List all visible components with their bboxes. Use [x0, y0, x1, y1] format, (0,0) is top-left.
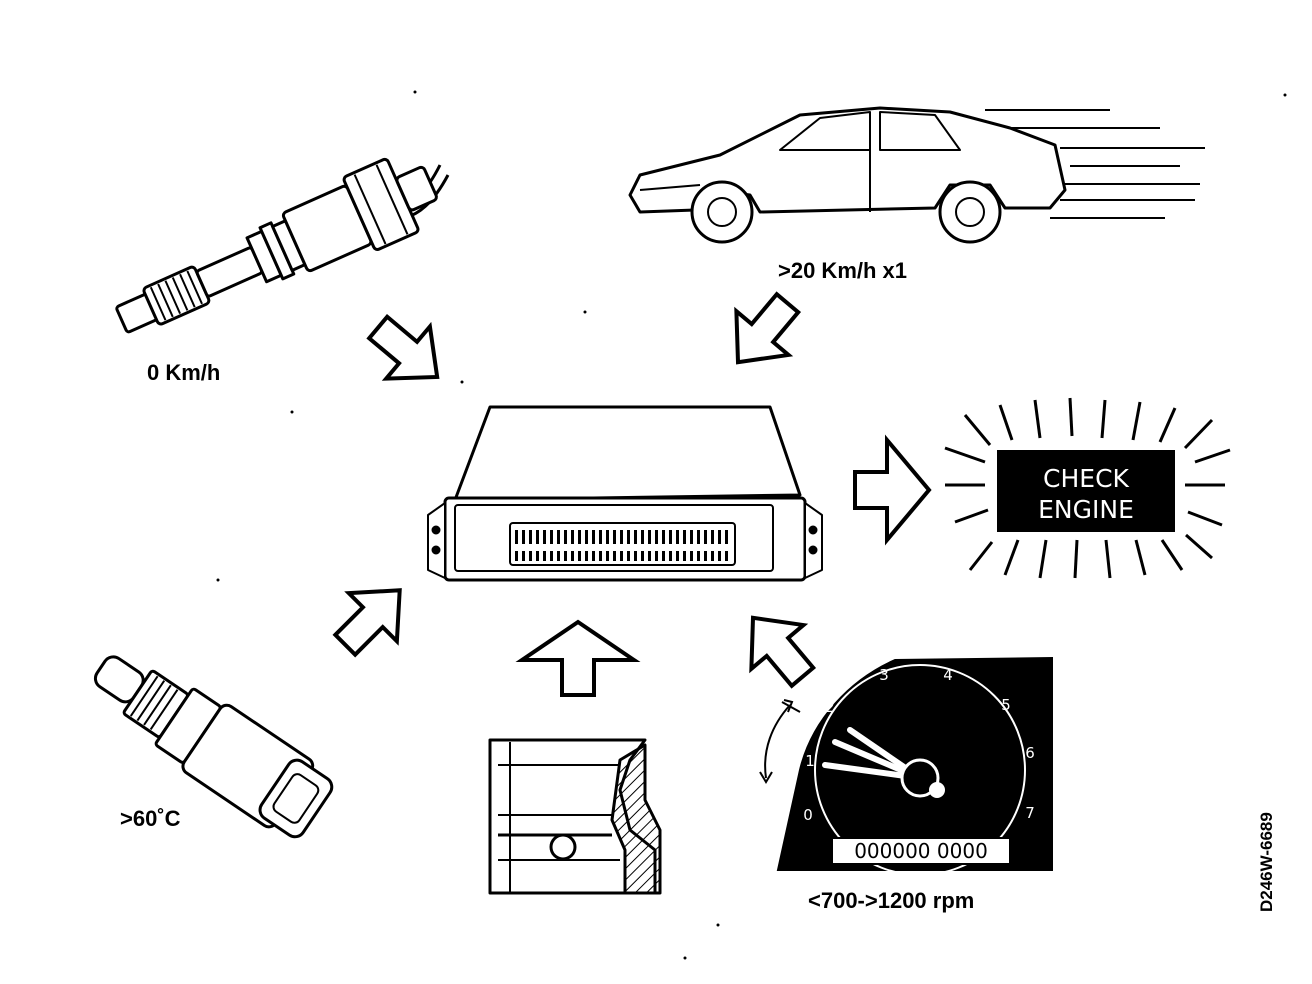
tach-scale-3: 3 — [879, 666, 889, 684]
arrow-from-vehicle — [734, 291, 802, 365]
coolant-temperature-label: >60˚C — [120, 806, 181, 831]
check-engine-lamp: CHECK ENGINE — [944, 397, 1231, 579]
tach-scale-6: 6 — [1025, 744, 1035, 762]
lamp-panel — [997, 450, 1175, 532]
crankshaft-section-illustration — [488, 738, 662, 895]
tach-scale-7: 7 — [1025, 804, 1035, 822]
tach-scale-0: 0 — [803, 806, 813, 824]
arrow-to-lamp — [853, 434, 932, 546]
odometer — [831, 837, 1011, 865]
tach-scale-1: 1 — [805, 752, 815, 770]
arrow-from-tachometer — [749, 615, 817, 689]
vehicle-speed-label: >20 Km/h x1 — [778, 258, 907, 283]
coolant-sensor-illustration — [93, 655, 334, 839]
tach-scale-4: 4 — [943, 666, 953, 684]
lamp-text-line2: ENGINE — [1038, 495, 1134, 524]
arrow-from-crank-sensor — [515, 619, 641, 697]
engine-speed-label: <700->1200 rpm — [808, 888, 974, 913]
lamp-text-line1: CHECK — [1043, 464, 1130, 493]
odometer-digits: 000000 0000 — [854, 839, 988, 863]
lamp-rays — [944, 397, 1231, 579]
arrow-from-speed-sensor — [366, 313, 440, 381]
speed-sensor-illustration — [115, 157, 450, 334]
tach-scale-5: 5 — [1001, 696, 1011, 714]
tachometer-dial — [814, 664, 1026, 876]
arrow-from-coolant-sensor — [332, 588, 402, 658]
tach-scale-2: 2 — [825, 698, 835, 716]
rpm-range-indicator — [759, 699, 801, 784]
car-illustration — [628, 106, 1205, 244]
figure-code: D246W-6689 — [1257, 812, 1276, 912]
tachometer-illustration: 0 1 2 3 4 5 6 7 000000 0000 — [759, 656, 1053, 876]
speed-sensor-label: 0 Km/h — [147, 360, 220, 385]
control-module-illustration — [427, 405, 823, 582]
scan-specks — [216, 90, 1287, 960]
input-arrows — [332, 291, 932, 697]
